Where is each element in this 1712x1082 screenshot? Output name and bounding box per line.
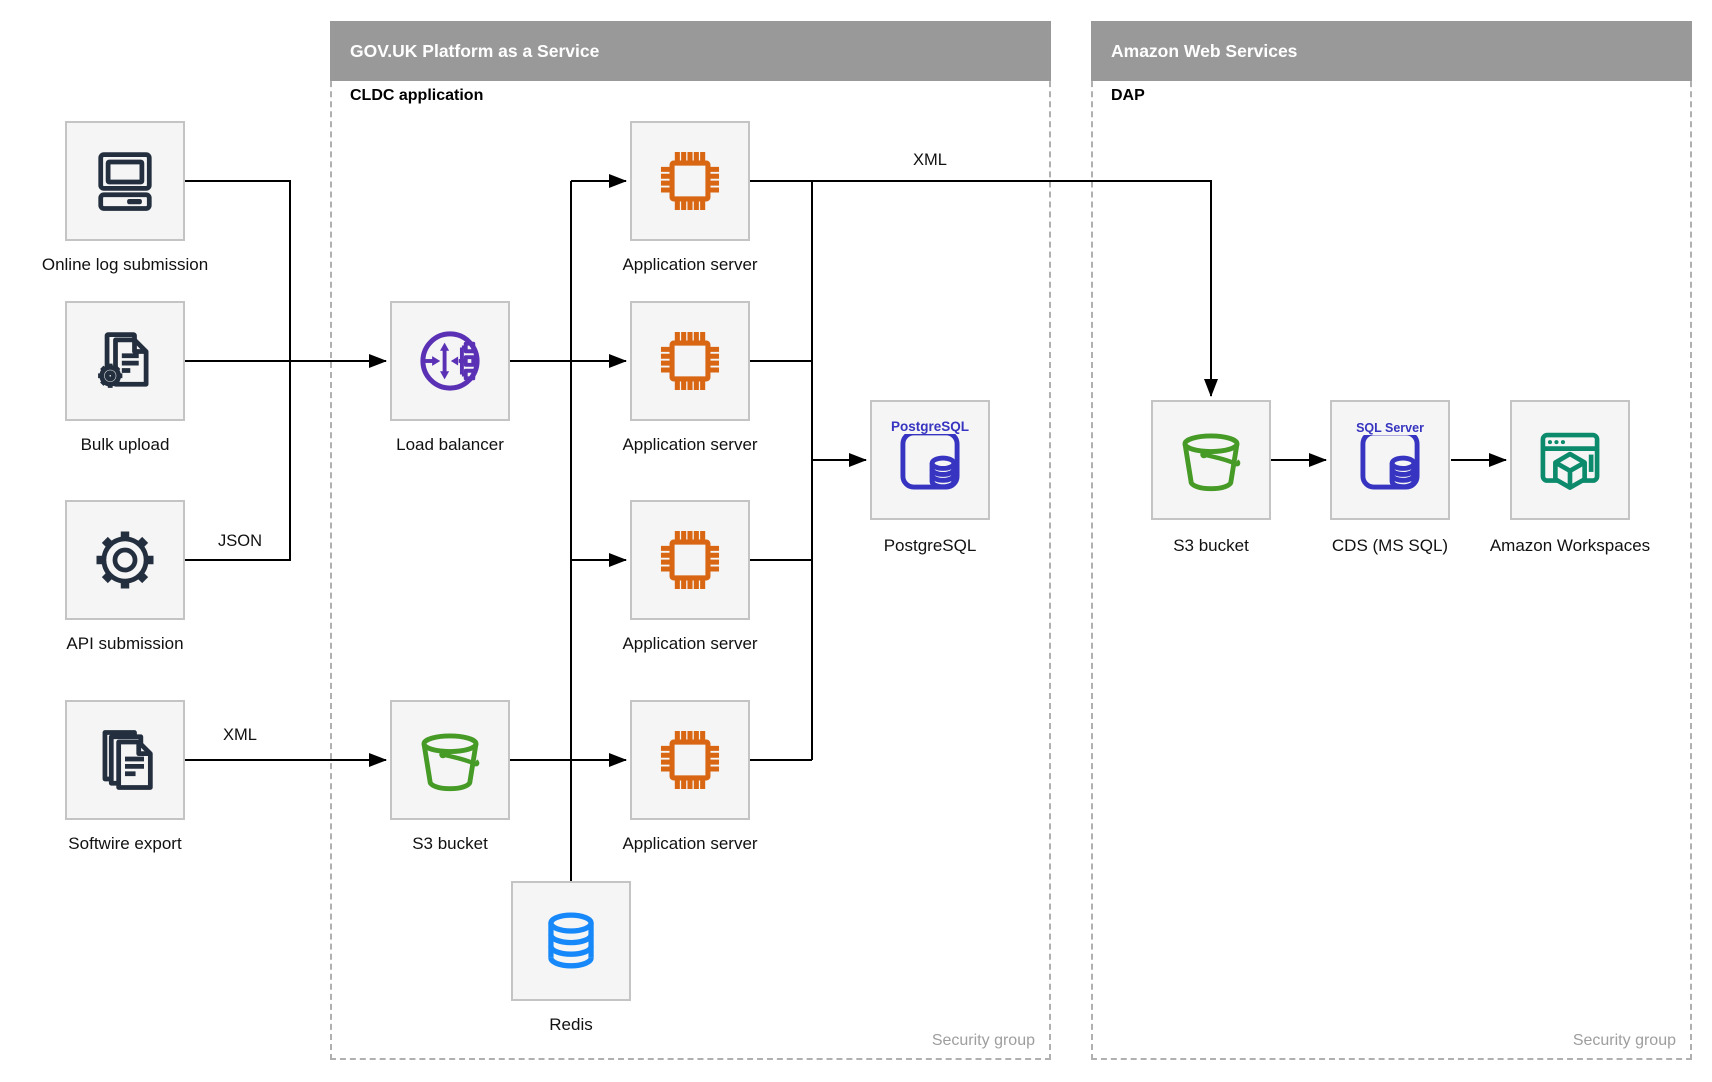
node-cds-ms-sql: SQL Server [1330, 400, 1450, 520]
documents-stack-icon [102, 730, 153, 790]
node-label: CDS (MS SQL) [1331, 536, 1449, 555]
load-balancer-icon [420, 331, 480, 391]
node-application-server-2 [630, 301, 750, 421]
node-label: Online log submission [41, 255, 209, 274]
node-label: Application server [622, 634, 758, 653]
node-label: Application server [622, 834, 758, 853]
node-amazon-workspaces [1510, 400, 1630, 520]
container-govuk-paas-title: GOV.UK Platform as a Service [330, 21, 1051, 81]
node-load-balancer [390, 301, 510, 421]
security-group-label: Security group [1572, 1032, 1676, 1049]
node-redis [511, 881, 631, 1001]
workspaces-icon [1540, 432, 1600, 490]
node-label: Bulk upload [80, 435, 170, 454]
cpu-chip-icon [660, 331, 720, 391]
cpu-chip-icon [660, 730, 720, 790]
container-aws-sublabel: DAP [1111, 87, 1145, 104]
node-label: Load balancer [396, 435, 504, 454]
node-label: Amazon Workspaces [1489, 536, 1651, 555]
container-govuk-paas: GOV.UK Platform as a Service CLDC applic… [330, 21, 1051, 1060]
node-application-server-4 [630, 700, 750, 820]
node-api-submission [65, 500, 185, 620]
node-application-server-1 [630, 121, 750, 241]
edge-label-json: JSON [217, 532, 262, 550]
cpu-chip-icon [660, 151, 720, 211]
postgresql-icon-text: PostgreSQL [887, 419, 973, 434]
node-label: PostgreSQL [883, 536, 977, 555]
node-softwire-export [65, 700, 185, 820]
container-govuk-paas-sublabel: CLDC application [350, 87, 484, 104]
node-bulk-upload [65, 301, 185, 421]
node-label: Redis [549, 1015, 593, 1034]
node-s3-bucket-paas [390, 700, 510, 820]
edge-label-xml-softwire: XML [223, 726, 257, 744]
computer-icon [98, 152, 152, 211]
node-s3-bucket-aws [1151, 400, 1271, 520]
node-label: Application server [622, 255, 758, 274]
node-label: Application server [622, 435, 758, 454]
node-label: S3 bucket [412, 834, 488, 853]
node-postgresql: PostgreSQL [870, 400, 990, 520]
security-group-label: Security group [931, 1032, 1035, 1049]
cpu-chip-icon [660, 530, 720, 590]
redis-database-icon [548, 912, 594, 969]
sql-server-icon-text: SQL Server [1353, 421, 1427, 435]
gear-icon [96, 531, 154, 589]
node-label: Softwire export [68, 834, 182, 853]
edge-label-xml-to-aws: XML [913, 151, 947, 169]
node-online-log-submission [65, 121, 185, 241]
document-gear-icon [98, 332, 149, 388]
container-aws-title: Amazon Web Services [1091, 21, 1692, 81]
s3-bucket-icon [1182, 433, 1241, 492]
node-label: S3 bucket [1173, 536, 1249, 555]
node-application-server-3 [630, 500, 750, 620]
edge-api-submission-to-junction [185, 361, 291, 561]
s3-bucket-icon [421, 733, 480, 792]
container-aws: Amazon Web Services DAP Security group [1091, 21, 1692, 1060]
node-label: API submission [66, 634, 184, 653]
